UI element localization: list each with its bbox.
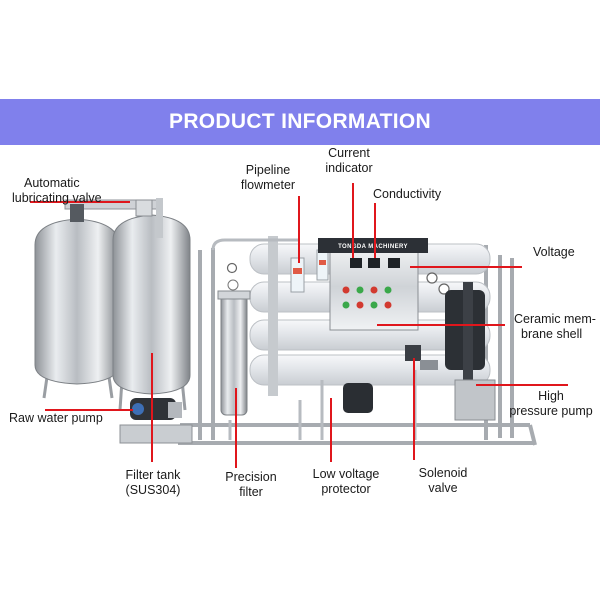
label-line: (SUS304) [125,483,181,497]
label-line: Ceramic mem- [514,312,596,326]
label-line: Conductivity [373,187,442,201]
raw-water-pump [119,398,193,444]
solenoid-valve [405,345,438,370]
nameplate: TONGDA MACHINERY [338,244,408,250]
label-ceramic-membrane-shell: Ceramic mem- brane shell [514,312,596,342]
label-line: pressure pump [509,404,593,418]
label-conductivity: Conductivity [373,187,441,202]
label-line: Current [328,146,370,160]
label-automatic-lubricating-valve: Automatic lubricating valve [12,176,102,206]
label-line: flowmeter [240,178,296,192]
label-raw-water-pump: Raw water pump [9,411,103,426]
control-box: TONGDA MACHINERY [318,238,428,331]
label-line: Raw water pump [9,411,103,425]
label-current-indicator: Current indicator [318,146,380,176]
label-precision-filter: Precision filter [220,470,282,500]
flowmeters [290,249,329,293]
label-line: High [538,389,564,403]
label-filter-tank: Filter tank (SUS304) [118,468,188,498]
label-pipeline-flowmeter: Pipeline flowmeter [238,163,298,193]
pumps [343,282,496,421]
membrane-shells [249,236,491,396]
label-line: indicator [325,161,373,175]
precision-filter [217,279,251,416]
label-low-voltage-protector: Low voltage protector [308,467,384,497]
product-information-banner: PRODUCT INFORMATION [0,99,600,145]
label-line: Pipeline [245,163,291,177]
label-line: Filter tank [125,468,181,482]
filter-tanks [34,198,191,411]
banner-title: PRODUCT INFORMATION [169,110,431,133]
base-frame [178,245,537,446]
pressure-gauges [226,262,450,295]
label-solenoid-valve: Solenoid valve [412,466,474,496]
label-line: filter [239,485,263,499]
label-line: lubricating valve [12,191,102,205]
label-line: Solenoid [418,466,468,480]
label-line: Low voltage [312,467,380,481]
label-line: brane shell [521,327,583,341]
label-line: valve [428,481,458,495]
label-high-pressure-pump: High pressure pump [505,389,597,419]
label-line: Voltage [533,245,575,259]
label-line: Automatic [24,176,80,190]
label-line: protector [321,482,371,496]
label-voltage: Voltage [533,245,575,260]
annotation-markers [30,183,568,468]
label-line: Precision [225,470,277,484]
